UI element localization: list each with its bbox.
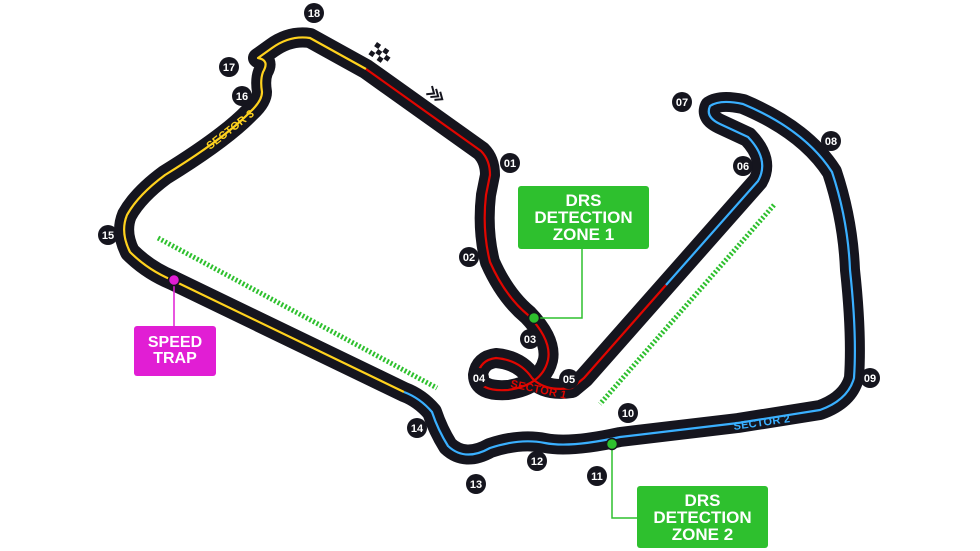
- turn-marker-08: 08: [821, 131, 841, 151]
- turn-marker-01: 01: [500, 153, 520, 173]
- drs-detection-zone-2-label: DRS DETECTION ZONE 2: [637, 486, 768, 548]
- turn-marker-03: 03: [520, 329, 540, 349]
- drs-1-detection-point: [527, 311, 541, 325]
- turn-marker-07: 07: [672, 92, 692, 112]
- turn-markers: 01 02 03 04 05 06 07 08 09 10 11 12 13 14 15 16 17 18: [98, 3, 880, 494]
- drs-1-line-2: DETECTION: [534, 208, 633, 227]
- drs-2-line-3: ZONE 2: [671, 524, 734, 544]
- turn-marker-circle: [500, 153, 520, 173]
- turn-number: 16: [236, 91, 248, 103]
- turn-marker-circle: [469, 368, 489, 388]
- sector-3-label: SECTOR 3: [204, 108, 256, 153]
- drs-1-leader-line: [534, 248, 583, 319]
- turn-marker-09: 09: [860, 368, 880, 388]
- turn-marker-circle: [459, 247, 479, 267]
- turn-marker-circle: [407, 418, 427, 438]
- turn-marker-05: 05: [559, 369, 579, 389]
- turn-number: 02: [463, 252, 475, 264]
- drs-zone-line-main-straight: [156, 235, 439, 391]
- drs-2-detection-point: [605, 437, 619, 451]
- turn-marker-10: 10: [618, 403, 638, 423]
- turn-marker-circle: [587, 466, 607, 486]
- turn-marker-circle: [98, 225, 118, 245]
- turn-marker-circle: [232, 86, 252, 106]
- speed-trap-line-1: SPEED: [147, 334, 203, 351]
- sector-3-line: [123, 36, 405, 393]
- drs-detection-zone-1-label: DRS DETECTION ZONE 1: [518, 186, 649, 249]
- turn-marker-02: 02: [459, 247, 479, 267]
- turn-marker-13: 13: [466, 474, 486, 494]
- turn-number: 08: [825, 136, 837, 148]
- drs-2-leader-line: [611, 444, 637, 519]
- turn-marker-circle: [618, 403, 638, 423]
- turn-marker-12: 12: [527, 451, 547, 471]
- turn-number: 11: [591, 471, 603, 483]
- turn-number: 14: [411, 423, 424, 435]
- turn-number: 10: [622, 408, 634, 420]
- turn-marker-circle: [219, 57, 239, 77]
- turn-marker-circle: [527, 451, 547, 471]
- turn-number: 17: [223, 62, 235, 74]
- turn-marker-circle: [733, 156, 753, 176]
- speed-trap-point: [167, 273, 181, 287]
- drs-2-line-2: DETECTION: [653, 507, 752, 527]
- sector-1-line: [365, 68, 667, 392]
- chequered-flag-icon: [368, 42, 391, 63]
- turn-marker-06: 06: [733, 156, 753, 176]
- turn-number: 15: [102, 230, 114, 242]
- turn-marker-circle: [821, 131, 841, 151]
- turn-marker-circle: [520, 329, 540, 349]
- turn-number: 09: [864, 373, 876, 385]
- speed-trap-label: SPEED TRAP: [134, 326, 216, 376]
- drs-1-line-3: ZONE 1: [552, 225, 615, 244]
- turn-number: 07: [676, 97, 688, 109]
- turn-marker-15: 15: [98, 225, 118, 245]
- speed-trap-line-2: TRAP: [153, 350, 197, 367]
- drs-2-line-1: DRS: [684, 490, 721, 510]
- turn-number: 03: [524, 334, 536, 346]
- turn-number: 13: [470, 479, 482, 491]
- sector-2-line: [403, 100, 856, 456]
- turn-marker-11: 11: [587, 466, 607, 486]
- turn-number: 05: [563, 374, 575, 386]
- turn-marker-16: 16: [232, 86, 252, 106]
- turn-number: 18: [308, 8, 320, 20]
- drs-zone-line-back-straight: [598, 203, 776, 406]
- drs-1-line-1: DRS: [565, 191, 602, 210]
- turn-number: 06: [737, 161, 749, 173]
- turn-marker-04: 04: [469, 368, 489, 388]
- turn-marker-14: 14: [407, 418, 427, 438]
- turn-number: 04: [473, 373, 486, 385]
- turn-marker-circle: [304, 3, 324, 23]
- turn-marker-circle: [559, 369, 579, 389]
- turn-marker-circle: [466, 474, 486, 494]
- turn-marker-18: 18: [304, 3, 324, 23]
- turn-marker-circle: [860, 368, 880, 388]
- turn-number: 12: [531, 456, 543, 468]
- turn-marker-17: 17: [219, 57, 239, 77]
- direction-chevrons-icon: [426, 85, 444, 101]
- turn-marker-circle: [672, 92, 692, 112]
- turn-number: 01: [504, 158, 516, 170]
